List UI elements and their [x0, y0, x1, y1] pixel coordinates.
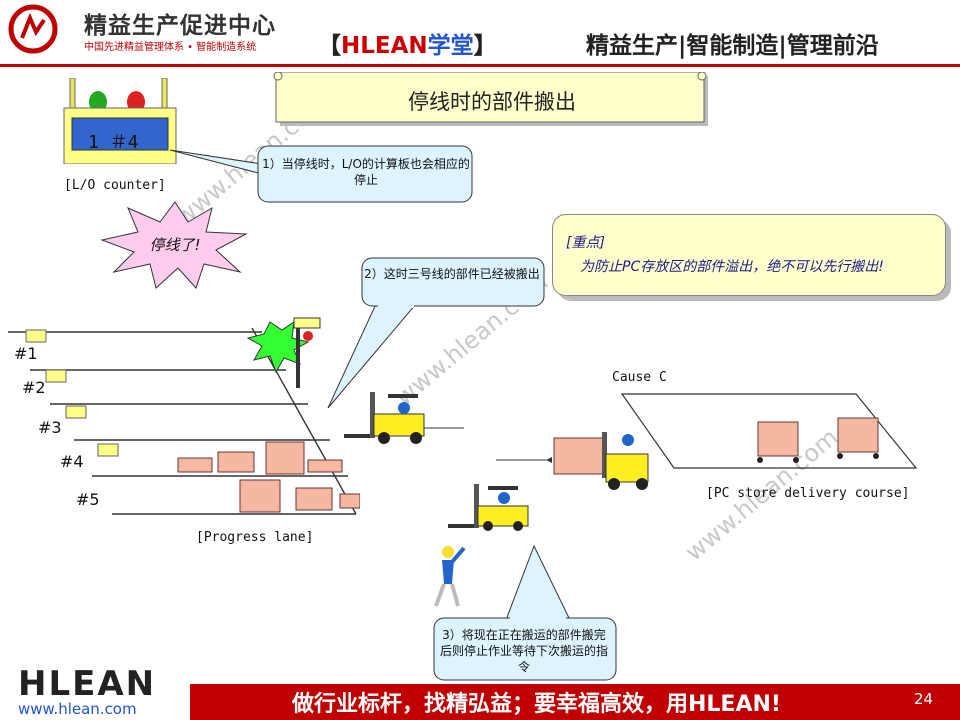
lane-label-3: #3 [38, 418, 62, 437]
header-tagline: 精益生产|智能制造|管理前沿 [586, 26, 879, 60]
footer-slogan: 做行业标杆，找精弘益；要幸福高效，用HLEAN! [292, 686, 781, 718]
lane-label-1: #1 [14, 344, 38, 363]
callout-3-text: 3）将现在正在搬运的部件搬完后则停止作业等待下次搬运的指令 [438, 627, 610, 675]
brand-bracket-close: 】 [474, 33, 497, 59]
brand-tag: 【HLEAN学堂】 [318, 26, 497, 60]
pc-store-delivery-label: [PC store delivery course] [706, 486, 910, 501]
progress-lane-label: [Progress lane] [196, 530, 313, 545]
key-point-title: [重点] [566, 232, 605, 252]
footer-logo: HLEAN [18, 664, 156, 704]
callout-2-text: 2）这时三号线的部件已经被搬出 [364, 266, 540, 282]
header-divider [0, 64, 960, 67]
forklift-icon [344, 384, 466, 444]
cause-c-label: Cause C [612, 370, 667, 385]
lane-label-4: #4 [60, 452, 84, 471]
key-point-box [552, 214, 946, 296]
line-stop-text: 停线了! [112, 234, 238, 255]
page-number: 24 [914, 690, 933, 708]
counter-display: 1 ＃4 [88, 128, 139, 154]
brand-hlean: HLEAN [341, 33, 428, 59]
pc-store-diagram [620, 390, 920, 480]
slide-title: 停线时的部件搬出 [272, 86, 712, 116]
lane-label-5: #5 [76, 490, 100, 509]
logo-emblem-icon [8, 4, 58, 54]
brand-xuetang: 学堂 [428, 33, 474, 59]
company-name: 精益生产促进中心 [84, 6, 276, 40]
lane-label-2: #2 [22, 378, 46, 397]
footer-url[interactable]: www.hlean.com [18, 700, 137, 718]
brand-bracket-open: 【 [318, 33, 341, 59]
counter-label: [L/O counter] [64, 178, 166, 193]
callout-1-text: 1）当停线时，L/O的计算板也会相应的停止 [262, 156, 470, 188]
company-subtitle: 中国先进精益管理体系 • 智能制造系统 [84, 38, 256, 53]
key-point-body: 为防止PC存放区的部件溢出，绝不可以先行搬出! [580, 256, 884, 276]
